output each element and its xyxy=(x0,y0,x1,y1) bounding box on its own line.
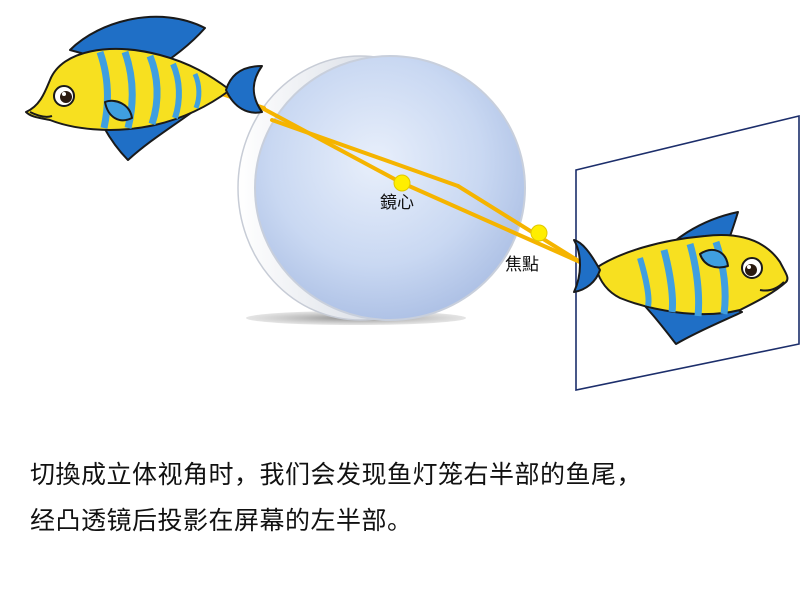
convex-lens xyxy=(237,55,526,321)
fish-object xyxy=(25,15,263,161)
fish-projected-image xyxy=(573,211,789,345)
lens-center-point xyxy=(393,174,411,192)
lens-center-label: 鏡心 xyxy=(380,193,414,213)
caption-line-1: 切換成立体视角时，我们会发现鱼灯笼右半部的鱼尾， xyxy=(30,460,643,489)
focal-point xyxy=(530,224,548,242)
caption-line-2: 经凸透镜后投影在屏幕的左半部。 xyxy=(30,506,413,535)
focal-point-label: 焦點 xyxy=(505,255,539,275)
caption: 切換成立体视角时，我们会发现鱼灯笼右半部的鱼尾， 经凸透镜后投影在屏幕的左半部。 xyxy=(30,452,790,544)
